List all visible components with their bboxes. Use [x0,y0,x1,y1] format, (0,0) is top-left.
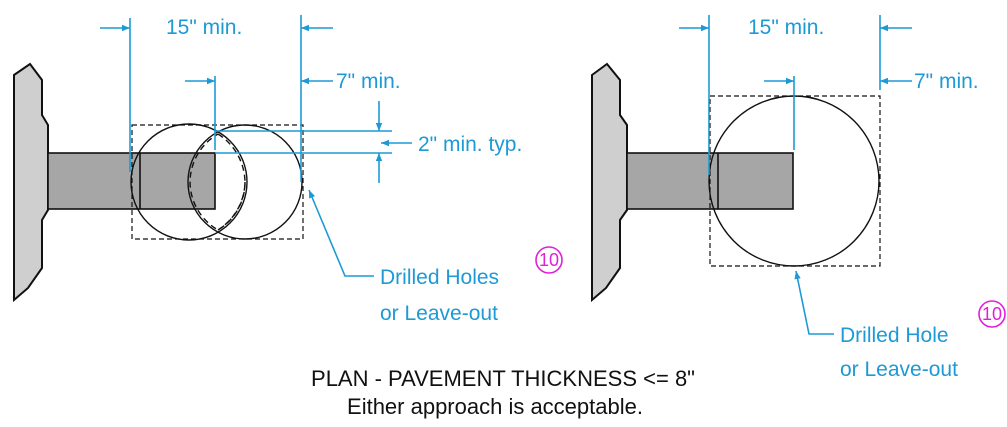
right-callout-leader [794,270,834,335]
caption-note: Either approach is acceptable. [347,394,643,419]
left-hole-1 [130,123,248,241]
right-detail: 15" min. 7" min. Drilled Hole or Leave-o… [591,15,1006,381]
right-wall [591,62,628,303]
right-dim-15-label: 15" min. [748,16,824,39]
left-hole-2 [187,124,303,240]
left-hole-2-hidden [189,133,246,231]
left-dim-7-label: 7" min. [336,70,401,93]
left-leaveout-box [131,124,304,240]
left-detail: 15" min. 7" min. 2" min. typ. Drilled Ho… [13,15,563,325]
left-marker-number: 10 [539,250,559,270]
left-marker-circle [535,246,563,274]
right-dim-7-label: 7" min. [914,70,979,93]
left-callout-line1: Drilled Holes [380,266,499,289]
right-marker-number: 10 [982,304,1002,324]
left-wall [13,62,49,303]
left-callout-leader [308,189,374,277]
caption-title: PLAN - PAVEMENT THICKNESS <= 8" [311,366,695,391]
left-hole-1-hidden [217,133,246,231]
left-dim-15-label: 15" min. [166,16,242,39]
left-callout-line2: or Leave-out [380,302,498,325]
right-marker-circle [978,300,1006,328]
left-dim-2-label: 2" min. typ. [418,133,522,156]
right-callout-line1: Drilled Hole [840,324,949,347]
right-callout-line2: or Leave-out [840,358,958,381]
